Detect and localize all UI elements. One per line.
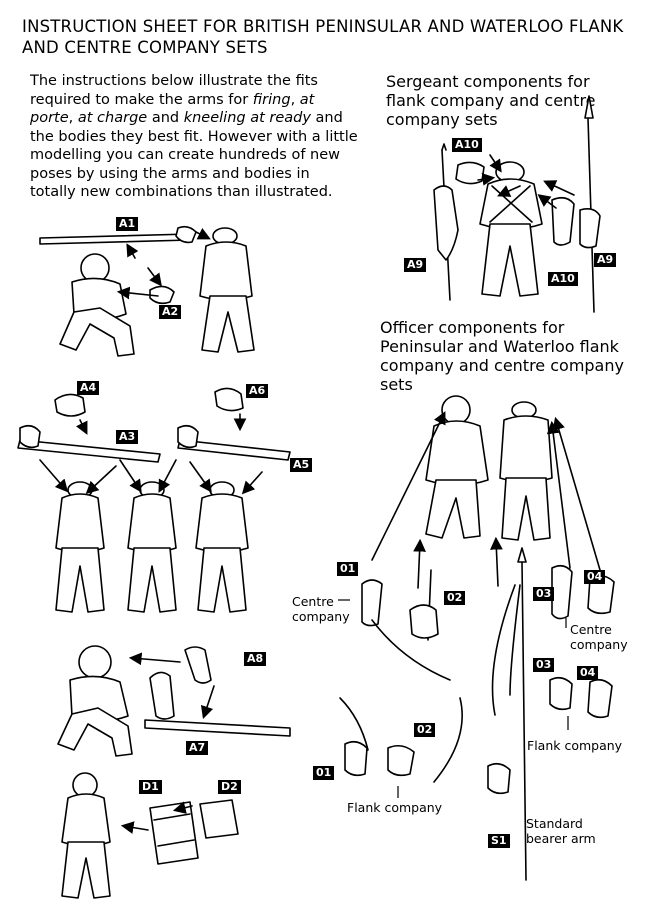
caption-centre-company-right: Centre company	[570, 622, 628, 652]
tag-a10-bottom: A10	[548, 272, 578, 286]
tag-04-centre: 04	[584, 570, 606, 584]
tag-a8: A8	[244, 652, 267, 666]
caption-flank-company-bottom: Flank company	[347, 800, 443, 815]
a1-musket	[39, 225, 197, 245]
tag-03-centre: 03	[533, 587, 555, 601]
s1-standard-pole	[487, 547, 527, 881]
firing-figure-3	[195, 481, 249, 613]
tag-d2: D2	[218, 780, 241, 794]
tag-s1: S1	[488, 834, 510, 848]
tag-a9-left: A9	[404, 258, 427, 272]
o3-flank-arm	[549, 676, 573, 711]
sergeant-body	[479, 161, 543, 297]
caption-standard-bearer: Standard bearer arm	[526, 816, 596, 846]
o2-flank-sabre-arm	[387, 697, 463, 783]
tag-02-centre: 02	[444, 591, 466, 605]
a8-hand-piece	[184, 646, 212, 684]
tag-03-flank: 03	[533, 658, 555, 672]
intro-comma: ,	[290, 91, 296, 108]
intro-firing: firing	[252, 91, 291, 108]
officer-body-centre	[499, 401, 553, 541]
page-title: INSTRUCTION SHEET FOR BRITISH PENINSULAR…	[22, 17, 624, 57]
intro-text-1: The instructions below illustrate the fi…	[30, 73, 318, 108]
tag-a6: A6	[246, 384, 269, 398]
a7-musket-arm	[144, 671, 291, 737]
a3-musket-arm	[17, 424, 161, 463]
d1-cartridge-box	[149, 801, 199, 865]
o1-centre-sword-arm	[361, 579, 451, 681]
firing-figure-1	[55, 481, 105, 613]
tag-d1: D1	[139, 780, 162, 794]
kneeling-figure-b	[57, 645, 133, 757]
officer-body-flank	[425, 395, 489, 539]
standing-figure-a	[199, 227, 255, 353]
sergeant-pike-arm	[579, 95, 601, 313]
standing-figure-d	[61, 772, 111, 899]
tag-a5: A5	[290, 458, 313, 472]
o2-centre-sword-arm	[409, 569, 439, 641]
kneeling-figure-a	[59, 253, 135, 357]
tag-a1: A1	[116, 217, 139, 231]
intro-comma: ,	[68, 110, 74, 126]
intro-at-porte: at porte	[30, 91, 315, 127]
tag-01-flank: 01	[313, 766, 335, 780]
tag-a10-top: A10	[452, 138, 482, 152]
o4-flank-arm	[587, 678, 613, 719]
tag-a2: A2	[159, 305, 182, 319]
o3-centre-arm	[551, 564, 573, 620]
a6-hand-piece	[214, 387, 244, 412]
tag-01-centre: 01	[337, 562, 359, 576]
a2-hand-piece	[149, 285, 175, 305]
intro-text-2: and the bodies they best fit. However wi…	[30, 110, 358, 200]
caption-flank-company-right: Flank company	[527, 738, 623, 753]
tag-04-flank: 04	[577, 666, 599, 680]
tag-a4: A4	[77, 381, 100, 395]
intro-kneeling: kneeling at ready	[183, 110, 311, 126]
officer-heading: Officer components for Peninsular and Wa…	[380, 318, 624, 394]
firing-figure-2	[127, 481, 177, 613]
tag-a3: A3	[116, 430, 139, 444]
sergeant-heading: Sergeant components for flank company an…	[386, 72, 596, 129]
intro-at-charge: at charge	[77, 110, 148, 126]
caption-centre-company-left: Centre company	[292, 594, 350, 624]
sergeant-musket-arm	[433, 143, 459, 301]
intro-and: and	[151, 110, 180, 126]
intro-paragraph: The instructions below illustrate the fi…	[30, 72, 360, 202]
sergeant-left-arm	[551, 196, 575, 246]
d2-cartridge-box	[199, 799, 239, 839]
a4-hand-piece	[54, 393, 86, 417]
tag-02-flank: 02	[414, 723, 436, 737]
a5-musket-arm	[177, 424, 291, 461]
o1-flank-sabre-arm	[339, 697, 369, 777]
tag-a9-right: A9	[594, 253, 617, 267]
tag-a7: A7	[186, 741, 209, 755]
